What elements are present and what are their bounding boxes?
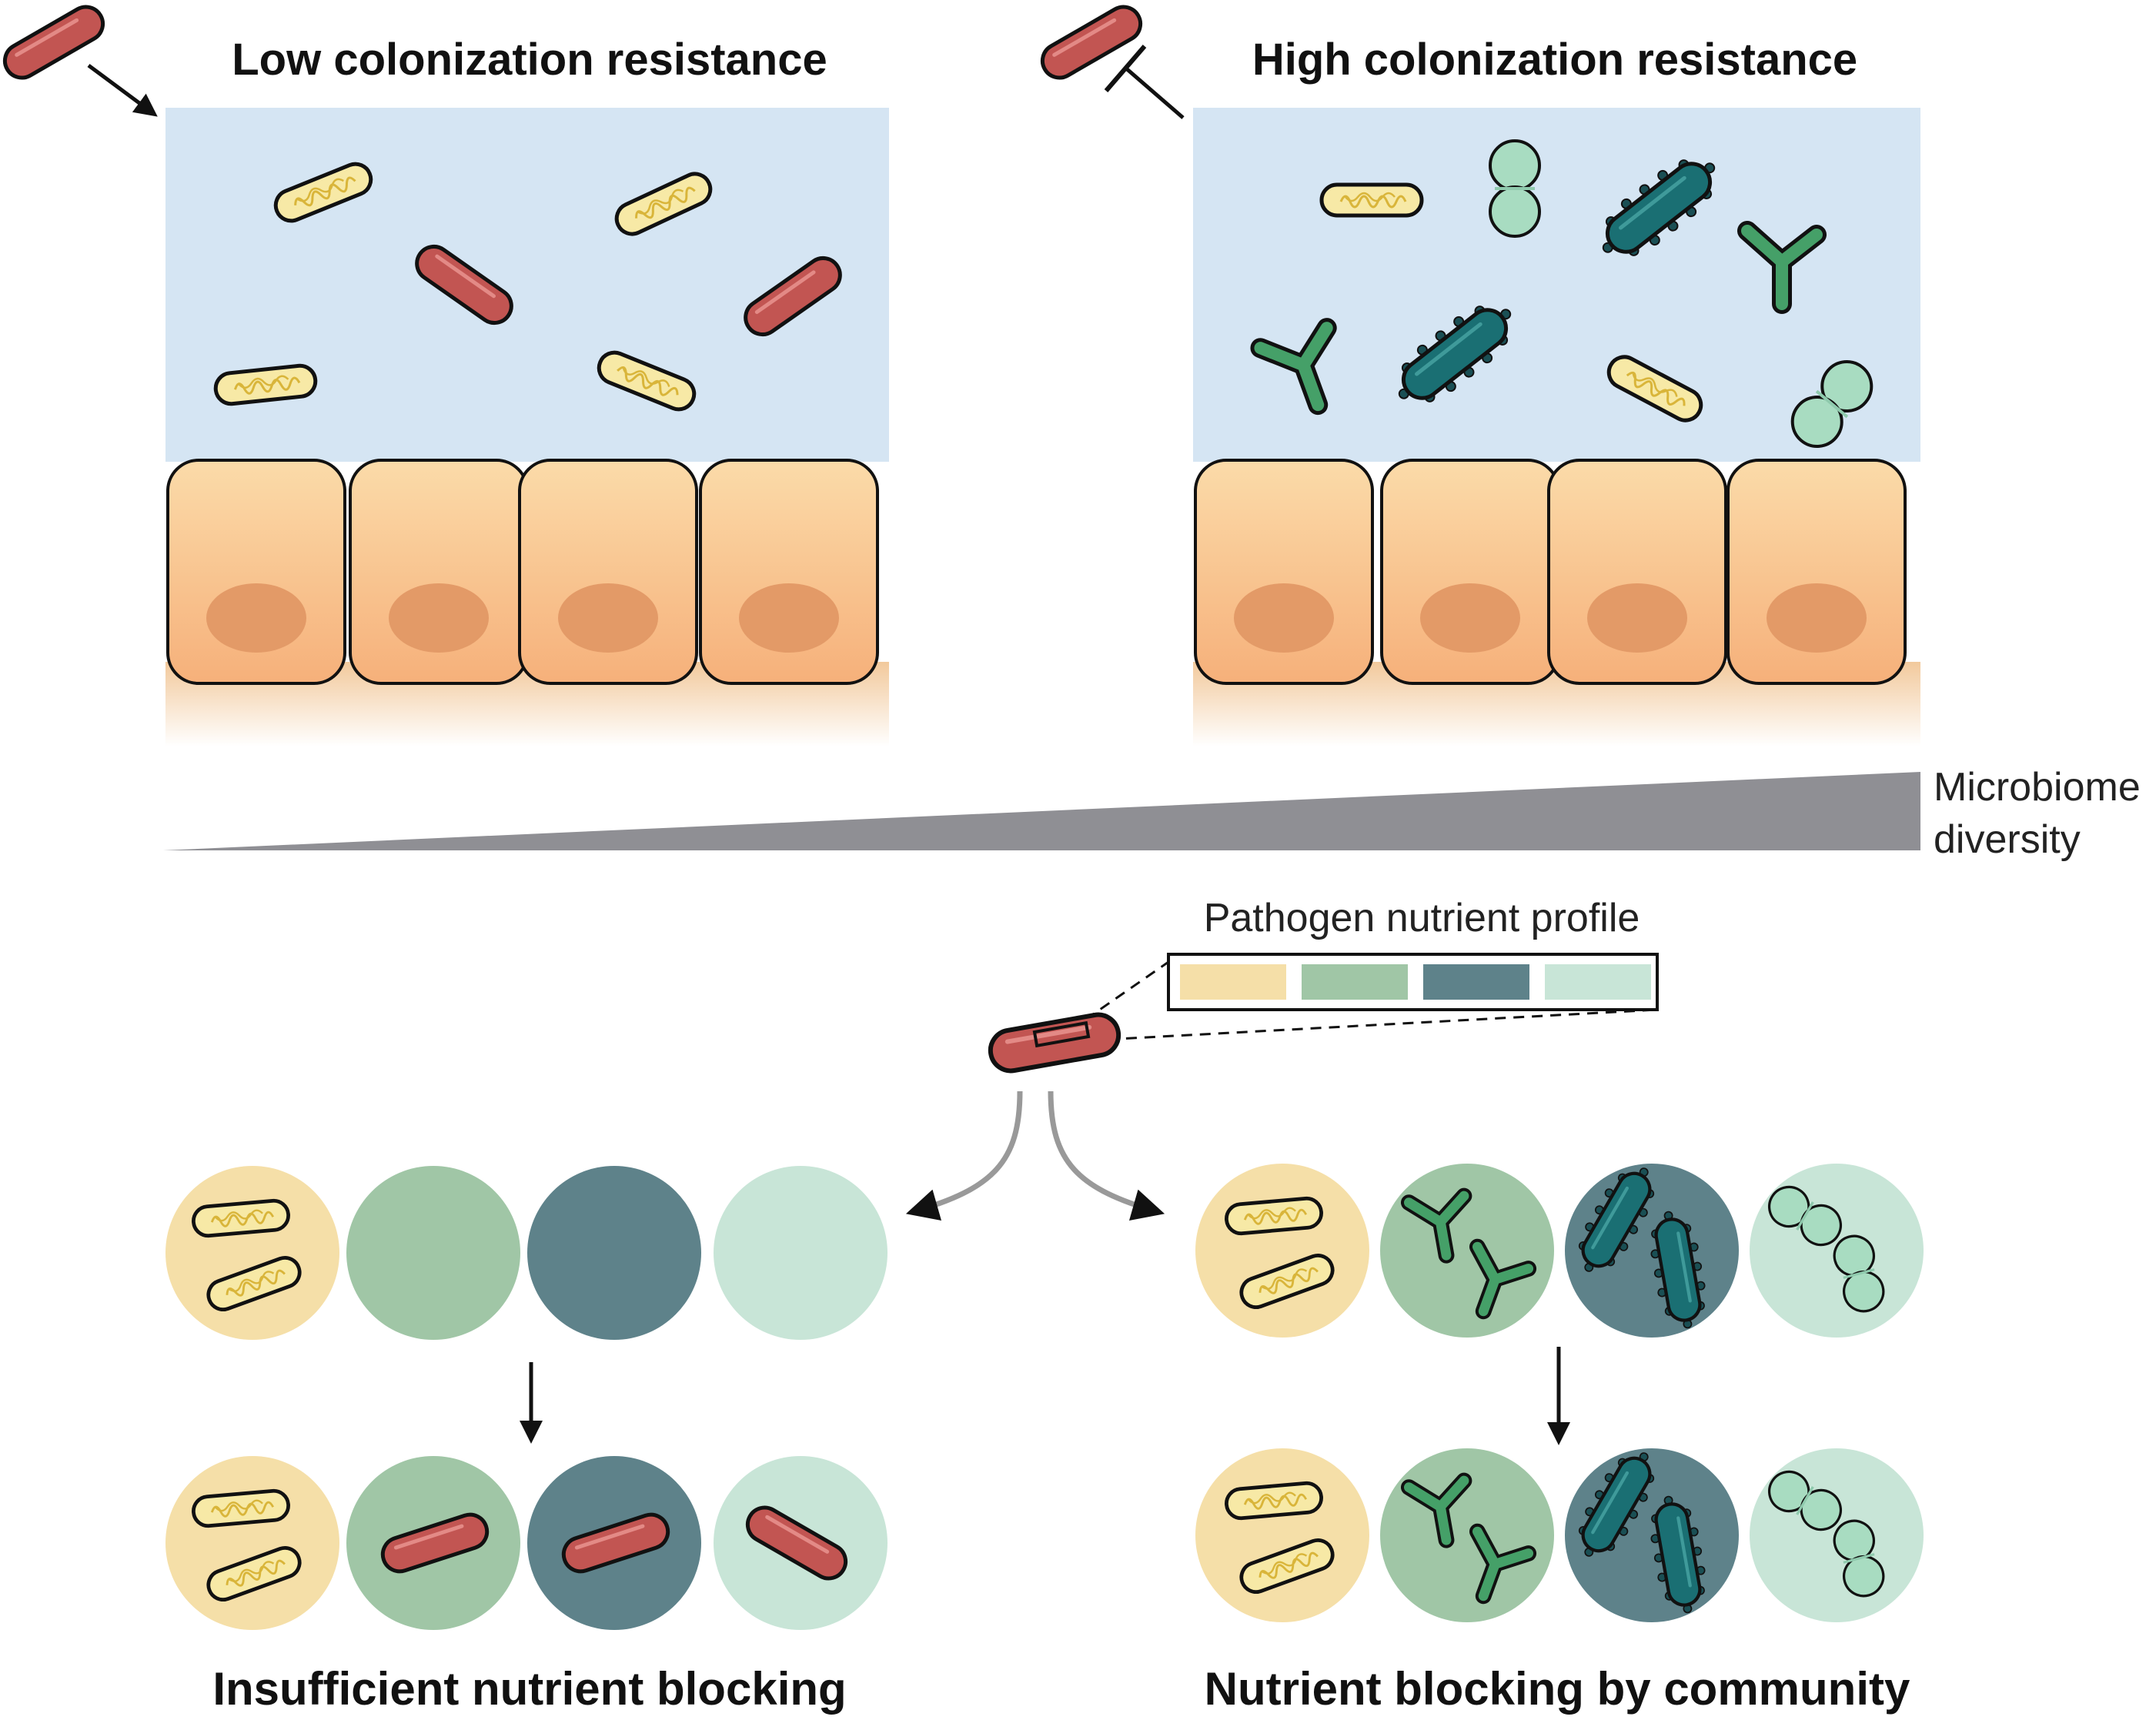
profile-segment <box>1302 964 1408 1000</box>
colonize-arrow <box>87 63 158 117</box>
profile-segment <box>1180 964 1286 1000</box>
zoom-line-top <box>1085 960 1169 1021</box>
right-outcome: Nutrient blocking by community <box>1195 1157 1924 1715</box>
left-outcome: Insufficient nutrient blocking <box>165 1166 887 1715</box>
profile-segment <box>1423 964 1529 1000</box>
left-niche-row-before <box>165 1166 887 1340</box>
blocked-line <box>1124 66 1185 119</box>
nutrient-profile: Pathogen nutrient profile <box>905 896 1659 1221</box>
left-panel: Low colonization resistance <box>0 1 889 746</box>
profile-segment <box>1545 964 1651 1000</box>
right-outcome-title: Nutrient blocking by community <box>1205 1663 1910 1715</box>
left-epithelium <box>166 459 879 685</box>
right-panel: High colonization resistance <box>1036 1 1920 746</box>
left-lumen <box>165 108 889 462</box>
right-niche-row-after <box>1195 1441 1924 1622</box>
blocked-bar <box>1104 45 1147 92</box>
left-panel-title: Low colonization resistance <box>232 35 827 85</box>
diversity-label-line1: Microbiome <box>1934 765 2141 810</box>
incoming-pathogen-left <box>0 1 109 84</box>
split-arrow-right <box>1048 1090 1165 1221</box>
left-outcome-title: Insufficient nutrient blocking <box>212 1663 846 1715</box>
right-epithelium <box>1194 459 1907 685</box>
zoom-line-bottom <box>1088 1008 1658 1042</box>
right-niche-row-before <box>1195 1157 1924 1338</box>
left-niche-row-after <box>165 1456 887 1630</box>
profile-label: Pathogen nutrient profile <box>1204 896 1640 940</box>
central-pathogen <box>988 1011 1122 1074</box>
split-arrow-left <box>905 1090 1023 1221</box>
profile-segments <box>1180 964 1651 1000</box>
diversity-label-line2: diversity <box>1934 817 2081 862</box>
diversity-gradient: Microbiome diversity <box>163 765 2141 862</box>
right-panel-title: High colonization resistance <box>1252 35 1857 85</box>
